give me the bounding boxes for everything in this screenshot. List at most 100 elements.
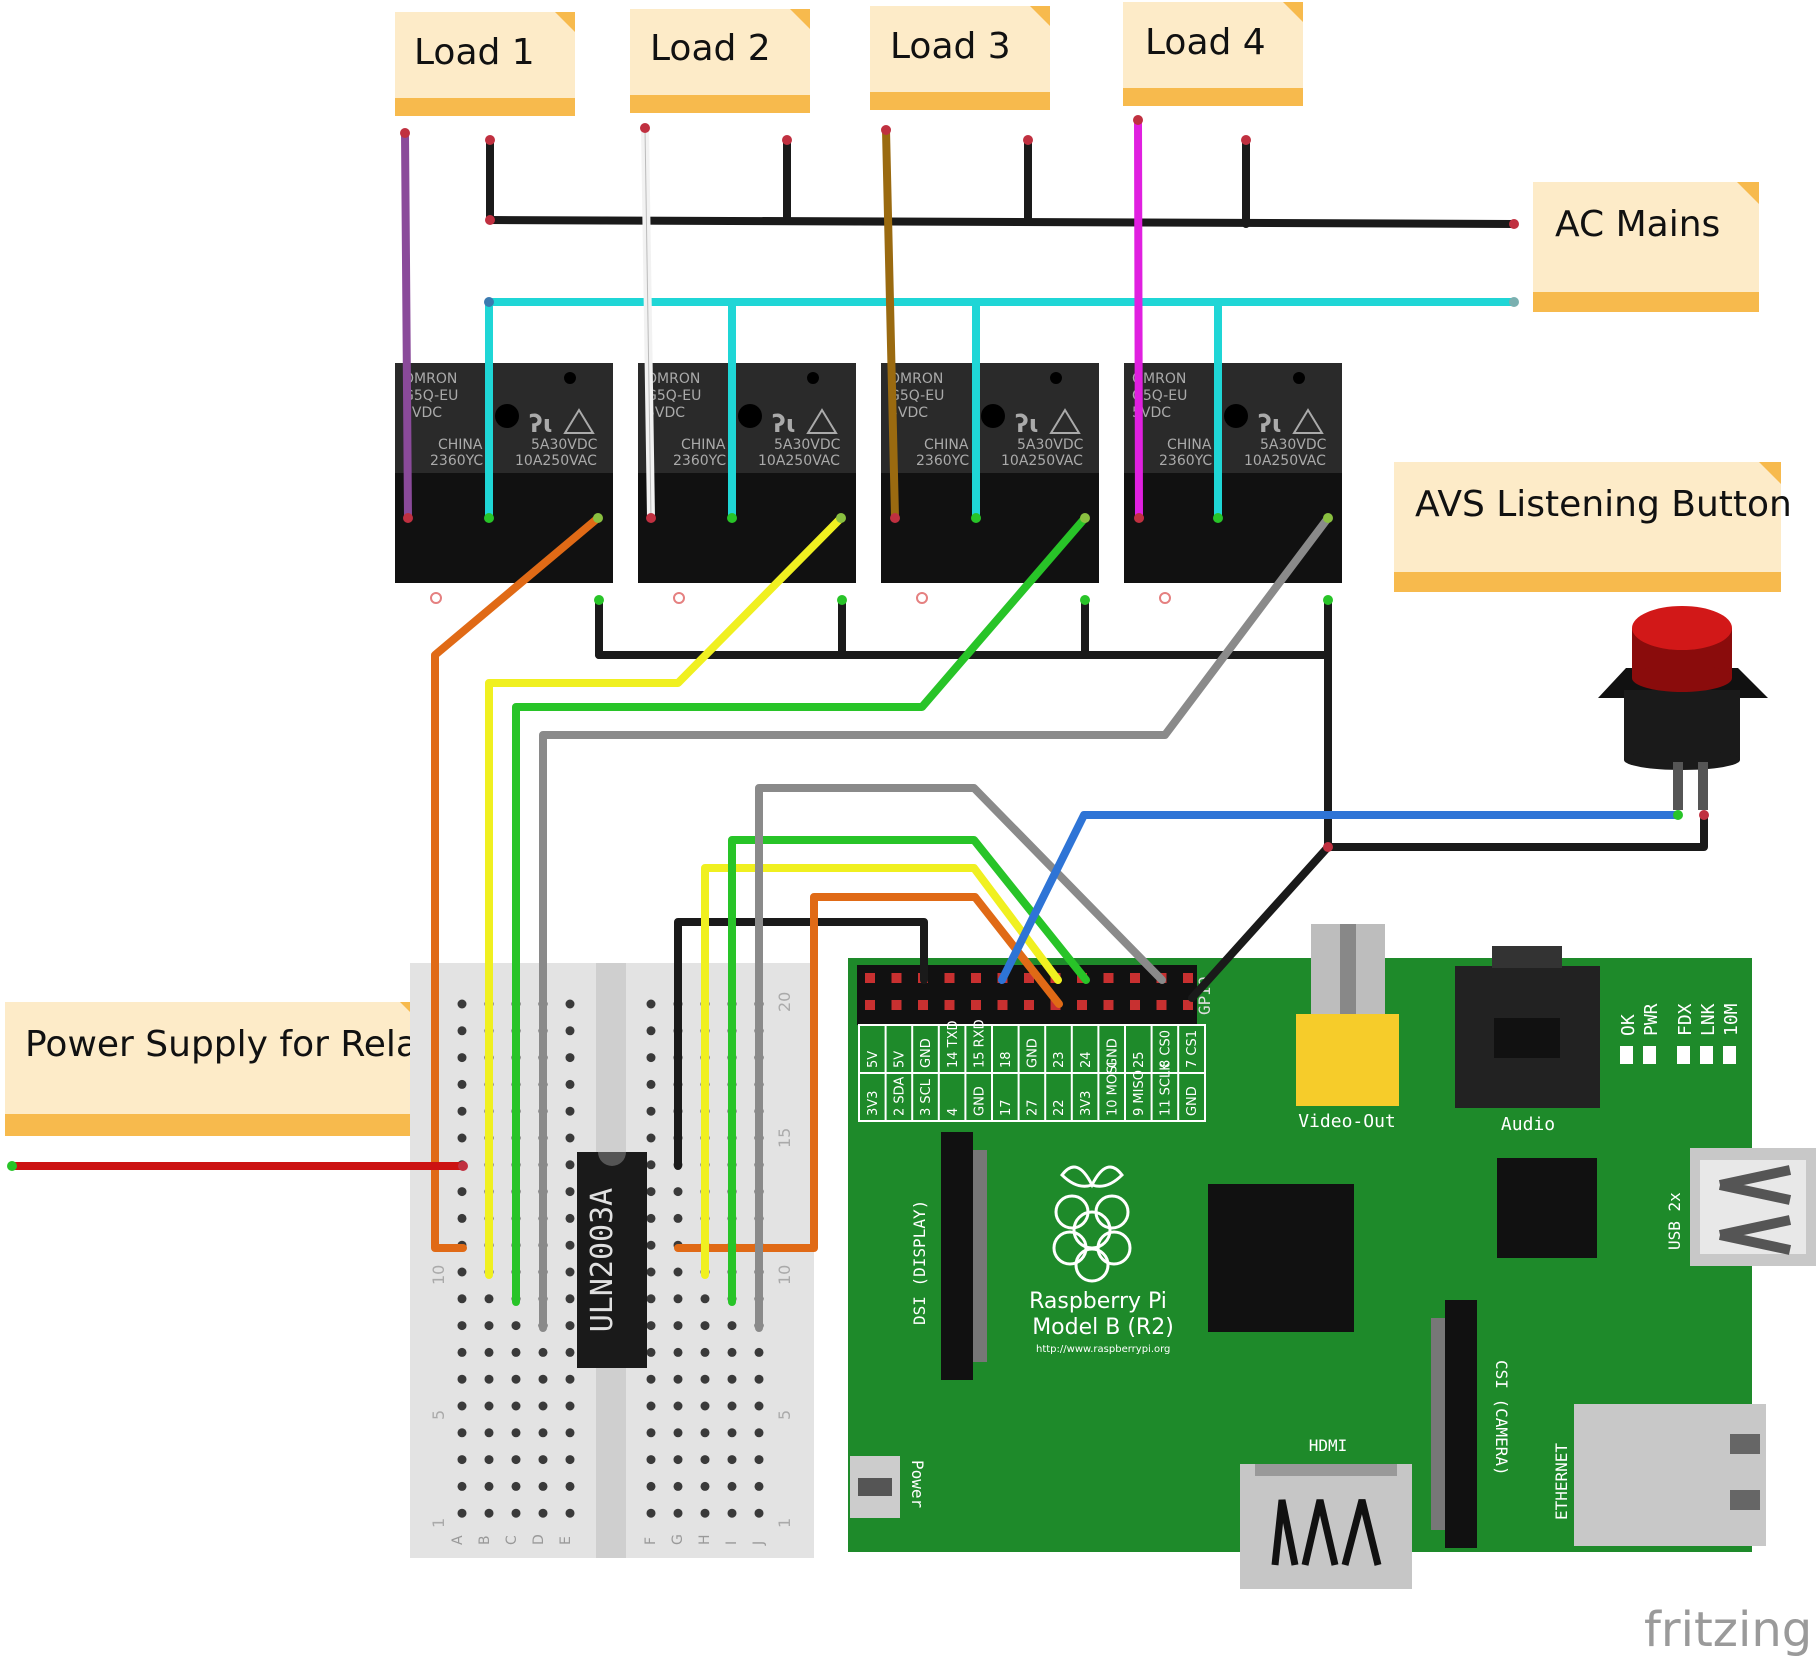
breadboard-hole: [646, 1133, 656, 1143]
gpio-pin: [997, 1000, 1008, 1010]
note-ac-mains: AC Mains: [1533, 182, 1759, 312]
relay-origin: CHINA: [438, 437, 483, 453]
breadboard-hole: [457, 1053, 467, 1063]
wire-green-bb-to-pi: [728, 836, 1090, 1306]
breadboard-hole: [673, 1347, 683, 1357]
breadboard-hole: [565, 1213, 575, 1223]
note-load-1: Load 1: [395, 12, 575, 116]
gpio-label-bottom: 3V3: [866, 1091, 881, 1116]
wire-yellow-bb-to-pi: [701, 864, 1062, 1279]
relay-lot: 2360YC: [430, 453, 483, 469]
breadboard-hole: [484, 1374, 494, 1384]
gpio-label-top: 25: [1132, 1051, 1147, 1068]
wire-endpoint: [484, 297, 494, 307]
wire-ac-mains-bus: [486, 216, 1518, 228]
ul-mark-icon: ʔɩ: [1258, 410, 1282, 438]
gpio-label-top: GND: [1105, 1038, 1120, 1068]
hdmi-label: HDMI: [1309, 1436, 1348, 1455]
wire-gray-relay4: [539, 514, 1332, 1332]
dsi-connector: DSI (DISPLAY): [910, 1132, 987, 1380]
gpio-pin: [865, 973, 875, 983]
breadboard-hole: [538, 1374, 548, 1384]
uln2003a-ic: ULN2003A: [577, 1152, 647, 1368]
breadboard-hole: [646, 999, 656, 1009]
gpio-label-top: 7 CS1: [1185, 1030, 1200, 1068]
relay-model: G5Q-EU: [403, 388, 458, 404]
relay-mark: [1293, 372, 1305, 384]
relay-rating-ac: 10A250VAC: [758, 453, 840, 469]
relay-voltage: 5VDC: [646, 405, 685, 421]
relay-rating-dc: 5A30VDC: [1260, 437, 1327, 453]
breadboard-hole: [646, 1374, 656, 1384]
breadboard-hole: [673, 1508, 683, 1518]
ul-mark-icon: ʔɩ: [1015, 410, 1039, 438]
note-power-supply-text: Power Supply for Relay: [25, 1024, 439, 1065]
relay-model: G5Q-EU: [1132, 388, 1187, 404]
svg-text:1: 1: [775, 1518, 794, 1528]
svg-text:I: I: [724, 1541, 740, 1545]
soc-chip: [1208, 1184, 1354, 1332]
svg-text:H: H: [697, 1534, 713, 1545]
gpio-pin: [1130, 1000, 1140, 1010]
wire-orange-relay1: [431, 514, 602, 1252]
note-avs-text: AVS Listening Button: [1415, 484, 1792, 525]
audio-jack: Audio: [1455, 946, 1600, 1135]
wire-button-ground: [1324, 811, 1708, 851]
breadboard-hole: [646, 1321, 656, 1331]
wire-endpoint: [1509, 297, 1519, 307]
wire-endpoints: [7, 115, 1709, 1171]
wire-magenta-load4: [1134, 116, 1143, 522]
breadboard-hole: [484, 1401, 494, 1411]
breadboard-hole: [457, 1106, 467, 1116]
gpio-label-bottom: 4: [946, 1108, 961, 1116]
breadboard-hole: [754, 1428, 764, 1438]
breadboard-hole: [700, 1321, 710, 1331]
breadboard-hole: [457, 1079, 467, 1089]
breadboard-hole: [565, 1401, 575, 1411]
breadboard-hole: [511, 1428, 521, 1438]
pi-url: http://www.raspberrypi.org: [1036, 1344, 1170, 1355]
wire-endpoint: [484, 513, 494, 523]
breadboard-hole: [700, 1455, 710, 1465]
wire-endpoint: [400, 128, 410, 138]
relay-2: OMRONG5Q-EU5VDCCHINA2360YC5A30VDC10A250V…: [638, 363, 856, 604]
breadboard-hole: [673, 1187, 683, 1197]
gpio-label-bottom: 11 SCLK: [1159, 1062, 1174, 1116]
wire-white-load2-outline: [644, 127, 652, 519]
breadboard-hole: [457, 1026, 467, 1036]
svg-text:A: A: [450, 1535, 466, 1545]
wire-endpoint: [1080, 595, 1090, 605]
breadboard-hole: [700, 1294, 710, 1304]
breadboard-hole: [457, 1455, 467, 1465]
wire-endpoint: [1241, 135, 1251, 145]
relay-origin: CHINA: [924, 437, 969, 453]
wire-endpoint: [837, 595, 847, 605]
relay-mark: [1050, 372, 1062, 384]
breadboard-hole: [484, 1294, 494, 1304]
relay-rating-dc: 5A30VDC: [774, 437, 841, 453]
lan-chip: [1497, 1158, 1597, 1258]
avs-push-button[interactable]: [1598, 606, 1768, 810]
gpio-label-top: 15 RXD: [972, 1019, 987, 1068]
video-out-label: Video-Out: [1298, 1111, 1396, 1132]
vde-mark-icon: [806, 408, 838, 434]
wire-endpoint: [485, 215, 495, 225]
vde-mark-icon: [1049, 408, 1081, 434]
csi-connector: CSI (CAMERA): [1431, 1300, 1511, 1548]
breadboard-hole: [565, 1321, 575, 1331]
relay-pin: [1159, 592, 1171, 604]
relay-mark: [564, 372, 576, 384]
vde-mark-icon: [1292, 408, 1324, 434]
wire-endpoint: [890, 513, 900, 523]
pi-name: Raspberry Pi: [1029, 1289, 1167, 1314]
note-load-4-text: Load 4: [1145, 22, 1266, 63]
relay-lot: 2360YC: [916, 453, 969, 469]
gpio-pin: [971, 1000, 981, 1010]
breadboard-hole: [646, 1267, 656, 1277]
wire-button-ground-to-pi: [1188, 843, 1332, 1002]
relay-rating-dc: 5A30VDC: [531, 437, 598, 453]
gpio-pin: [1130, 973, 1140, 983]
power-port: Power: [850, 1456, 927, 1518]
breadboard-hole: [565, 1374, 575, 1384]
